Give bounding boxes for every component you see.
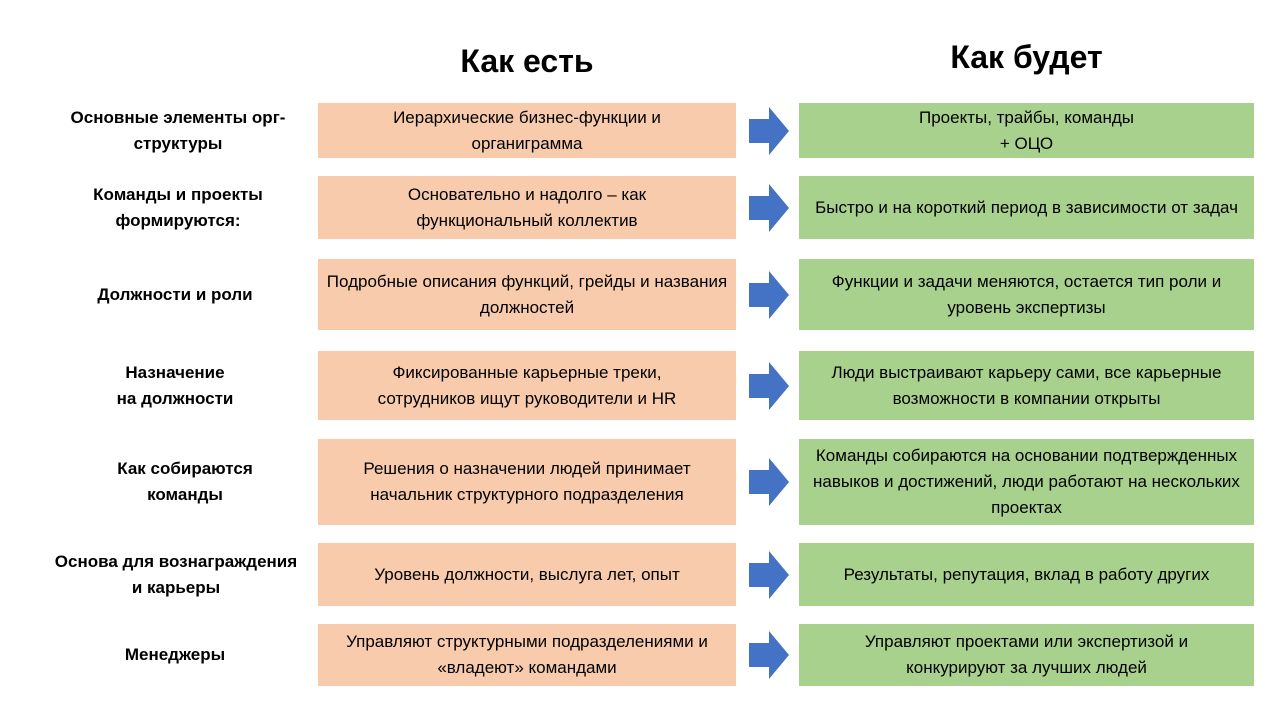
row-label: Команды и проекты формируются:: [93, 184, 263, 230]
arrow-right-icon: [749, 361, 789, 410]
arrow-right-icon: [749, 270, 789, 319]
comparison-row-reward-basis: Основа для вознаграждения и карьеры Уров…: [0, 543, 1280, 606]
as-is-cell: Решения о назначении людей принимает нач…: [318, 439, 736, 525]
comparison-row-org-elements: Основные элементы орг-структуры Иерархич…: [0, 103, 1280, 158]
row-label: Основа для вознаграждения и карьеры: [54, 551, 298, 597]
as-is-cell: Уровень должности, выслуга лет, опыт: [318, 543, 736, 606]
comparison-row-appointments: Назначение на должности Фиксированные ка…: [0, 351, 1280, 420]
arrow-right-icon: [749, 631, 789, 679]
as-is-cell: Подробные описания функций, грейды и наз…: [318, 259, 736, 330]
to-be-cell: Проекты, трайбы, команды + ОЦО: [799, 103, 1254, 158]
arrow-right-icon: [749, 183, 789, 232]
as-is-cell: Фиксированные карьерные треки, сотрудник…: [318, 351, 736, 420]
arrow-right-icon: [749, 550, 789, 599]
to-be-cell: Быстро и на короткий период в зависимост…: [799, 176, 1254, 239]
to-be-cell: Люди выстраивают карьеру сами, все карье…: [799, 351, 1254, 420]
column-title-as-is: Как есть: [460, 43, 594, 79]
to-be-cell: Результаты, репутация, вклад в работу др…: [799, 543, 1254, 606]
row-label: Назначение на должности: [116, 362, 234, 408]
row-label: Основные элементы орг-структуры: [70, 107, 286, 153]
to-be-cell: Команды собираются на основании подтверж…: [799, 439, 1254, 525]
row-label: Должности и роли: [97, 284, 253, 304]
column-title-to-be: Как будет: [950, 39, 1103, 75]
comparison-row-managers: Менеджеры Управляют структурными подразд…: [0, 624, 1280, 686]
comparison-row-positions-roles: Должности и роли Подробные описания функ…: [0, 259, 1280, 330]
as-is-cell: Основательно и надолго – как функциональ…: [318, 176, 736, 239]
to-be-cell: Функции и задачи меняются, остается тип …: [799, 259, 1254, 330]
comparison-row-teams-formation: Команды и проекты формируются: Основател…: [0, 176, 1280, 239]
as-is-cell: Иерархические бизнес-функции и органигра…: [318, 103, 736, 158]
as-is-cell: Управляют структурными подразделениями и…: [318, 624, 736, 686]
row-label: Менеджеры: [124, 645, 226, 664]
to-be-cell: Управляют проектами или экспертизой и ко…: [799, 624, 1254, 686]
arrow-right-icon: [749, 106, 789, 155]
comparison-row-team-assembly: Как собираются команды Решения о назначе…: [0, 439, 1280, 525]
arrow-right-icon: [749, 458, 789, 506]
row-label: Как собираются команды: [117, 459, 253, 504]
